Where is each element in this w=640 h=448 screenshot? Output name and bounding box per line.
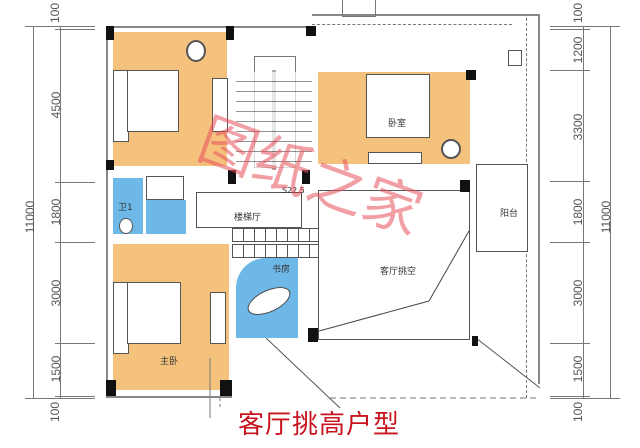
dim-right-1500: 1500 — [571, 355, 585, 383]
label-balcony: 阳台 — [500, 209, 519, 219]
tick — [25, 398, 95, 399]
tick — [550, 29, 590, 30]
label-bedroom: 卧室 — [388, 119, 407, 129]
roof-lines-bottom — [209, 338, 540, 418]
dim-right-top-100: 100 — [571, 2, 585, 24]
shower-area — [146, 200, 186, 234]
tick — [55, 343, 95, 344]
column — [308, 328, 318, 342]
bed-top-right — [366, 74, 430, 138]
living-void — [318, 190, 470, 340]
bed-master — [127, 282, 181, 344]
chair-icon — [186, 40, 206, 62]
dim-left-top-100: 100 — [48, 2, 62, 24]
column — [302, 170, 310, 184]
tick — [550, 242, 590, 243]
storage-cabinets — [232, 244, 320, 258]
column — [466, 70, 476, 80]
chimney — [342, 0, 376, 17]
tick — [25, 26, 95, 27]
tv-cabinet — [368, 152, 422, 164]
column — [472, 336, 478, 346]
left-total-dim-line — [33, 26, 34, 398]
roof-edge-top — [312, 14, 540, 16]
stair-hall — [196, 192, 302, 228]
roof-edge-right — [538, 14, 540, 384]
tick — [550, 181, 590, 182]
dim-right-1200: 1200 — [571, 36, 585, 64]
column — [460, 180, 470, 192]
label-study: 书房 — [272, 265, 291, 275]
dim-right-3300: 3300 — [571, 113, 585, 141]
storage-cabinets — [232, 228, 320, 242]
label-master-bedroom: 主卧 — [160, 357, 179, 367]
staircase[interactable] — [236, 30, 312, 170]
tick — [55, 29, 95, 30]
column — [106, 160, 114, 170]
column — [220, 380, 232, 396]
dim-left-1500: 1500 — [49, 355, 63, 383]
chair-icon — [441, 139, 461, 159]
column — [228, 170, 236, 184]
void-diagonal — [319, 230, 469, 332]
wardrobe — [212, 78, 228, 132]
column — [306, 26, 316, 36]
stair-treads — [236, 72, 312, 168]
tick — [550, 396, 590, 397]
dim-left-total: 11000 — [23, 200, 37, 234]
toilet-icon — [119, 218, 133, 234]
wall-top-left — [106, 26, 232, 28]
stair-note: S22.5 — [282, 186, 305, 195]
label-stair-hall: 楼梯厅 — [234, 213, 262, 223]
tick — [550, 343, 590, 344]
dim-right-1800: 1800 — [571, 198, 585, 226]
dim-left-1800: 1800 — [49, 198, 63, 226]
tick — [55, 242, 95, 243]
balcony — [476, 164, 528, 252]
label-bathroom: 卫1 — [118, 203, 133, 213]
wall-left — [106, 26, 108, 398]
dim-left-bottom-100: 100 — [48, 401, 62, 423]
label-living-void: 客厅挑空 — [380, 267, 417, 277]
dim-right-3000: 3000 — [571, 279, 585, 307]
right-segment-dim-line — [583, 26, 584, 398]
dim-right-total: 11000 — [599, 200, 613, 234]
plan-title: 客厅挑高户型 — [238, 410, 401, 440]
roof-eave-dashed — [312, 24, 512, 25]
dim-left-4500: 4500 — [49, 91, 63, 119]
left-segment-dim-line — [60, 26, 61, 398]
ac-unit — [508, 50, 522, 66]
tick — [550, 70, 590, 71]
column — [226, 26, 234, 40]
wardrobe — [210, 292, 226, 344]
dim-left-3000: 3000 — [49, 279, 63, 307]
tick — [550, 26, 620, 27]
column — [106, 380, 116, 396]
wall-bottom-left — [106, 396, 232, 398]
tick — [55, 182, 95, 183]
bed-top-left — [127, 70, 179, 132]
tick — [550, 398, 620, 399]
column — [106, 26, 114, 40]
washbasin — [146, 176, 184, 200]
right-total-dim-line — [610, 26, 611, 398]
dim-right-bottom-100: 100 — [571, 401, 585, 423]
wall-top-stair — [232, 26, 312, 28]
tick — [55, 396, 95, 397]
